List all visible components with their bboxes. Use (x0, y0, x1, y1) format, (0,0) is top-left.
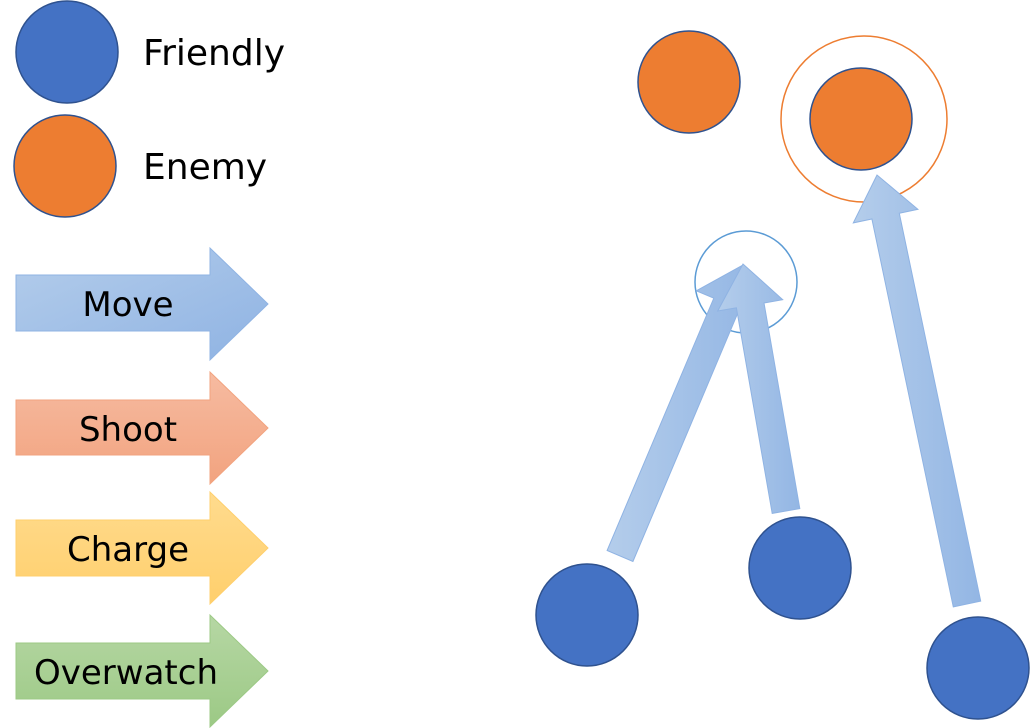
move-label: Move (82, 285, 173, 325)
move-order-arrow (606, 264, 758, 563)
enemy-legend-label: Enemy (143, 147, 267, 188)
legend-shoot: Shoot (15, 370, 269, 486)
enemy-unit-targeted (809, 67, 913, 171)
shoot-label: Shoot (79, 410, 177, 450)
friendly-legend-icon (15, 0, 119, 104)
friendly-unit (926, 616, 1030, 720)
legend-move: Move (15, 246, 269, 362)
enemy-legend-icon (13, 114, 117, 218)
move-order-arrow (716, 263, 801, 514)
enemy-unit (637, 30, 741, 134)
overwatch-arrow-icon (15, 613, 269, 728)
charge-arrow-icon (15, 490, 269, 606)
legend-friendly: Friendly (15, 0, 285, 104)
overwatch-label: Overwatch (34, 653, 218, 693)
shoot-arrow-icon (15, 370, 269, 486)
friendly-legend-label: Friendly (143, 33, 285, 74)
charge-label: Charge (67, 530, 189, 570)
friendly-unit (748, 516, 852, 620)
order-arrows (606, 174, 982, 608)
legend-enemy: Enemy (13, 114, 267, 218)
move-order-arrow (852, 174, 982, 608)
legend-charge: Charge (15, 490, 269, 606)
legend-overwatch: Overwatch (15, 613, 269, 728)
friendly-unit (535, 563, 639, 667)
move-arrow-icon (15, 246, 269, 362)
